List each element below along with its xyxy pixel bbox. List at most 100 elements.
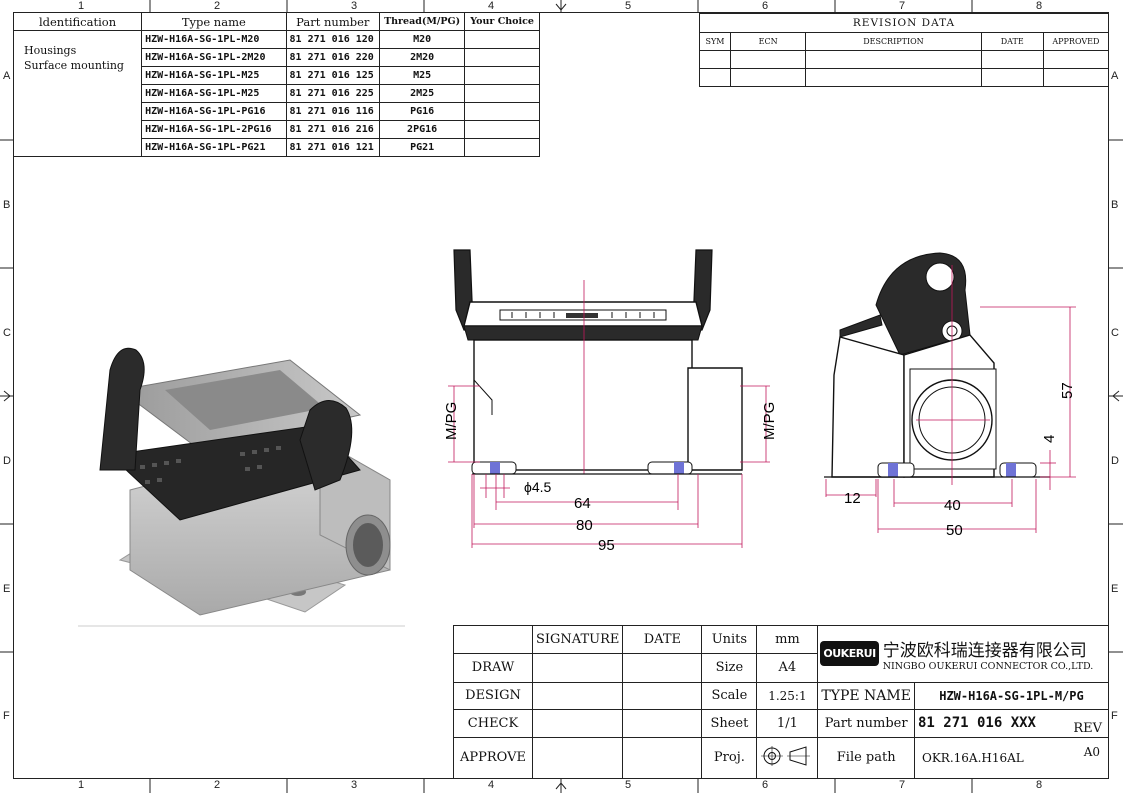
choice-cell[interactable] <box>464 66 540 85</box>
design-date[interactable] <box>622 681 703 711</box>
part-number-cell: 81 271 016 125 <box>285 66 381 85</box>
part-number-cell: 81 271 016 216 <box>285 120 381 139</box>
approve-label: APPROVE <box>453 736 533 780</box>
draw-signature[interactable] <box>531 653 624 683</box>
approve-signature[interactable] <box>531 736 624 780</box>
part-number-cell: 81 271 016 225 <box>285 84 381 103</box>
column-label: 5 <box>625 0 632 12</box>
part-number-cell: 81 271 016 220 <box>285 48 381 67</box>
dim-40: 40 <box>944 497 961 514</box>
rev-col-approved: APPROVED <box>1042 32 1110 51</box>
choice-cell[interactable] <box>464 120 540 139</box>
choice-cell[interactable] <box>464 48 540 67</box>
revision-table: REVISION DATA SYM ECN DESCRIPTION DATE A… <box>698 13 1110 87</box>
table-row: HZW-H16A-SG-1PL-M25 81 271 016 225 2M25 <box>14 84 540 103</box>
column-label: 3 <box>351 0 358 12</box>
check-signature[interactable] <box>531 709 624 738</box>
dim-4: 4 <box>1041 435 1058 443</box>
units-label: Units <box>701 624 758 655</box>
column-label: 2 <box>214 779 221 791</box>
dim-57: 57 <box>1059 382 1076 399</box>
check-date[interactable] <box>622 709 703 738</box>
identification-line: Surface mounting <box>24 59 124 72</box>
part-number-value: 81 271 016 XXX <box>917 715 1036 732</box>
date-header: DATE <box>622 624 703 655</box>
row-label: E <box>1111 583 1119 595</box>
revision-header: SYM ECN DESCRIPTION DATE APPROVED <box>698 32 1110 51</box>
table-row: HZW-H16A-SG-1PL-PG16 81 271 016 116 PG16 <box>14 102 540 121</box>
front-view-drawing: ϕ4.5 64 80 95 M/PG M/PG <box>443 249 778 554</box>
type-name-cell: HZW-H16A-SG-1PL-PG16 <box>141 102 287 121</box>
column-label: 8 <box>1036 0 1043 12</box>
row-label: E <box>3 583 11 595</box>
type-name-cell: HZW-H16A-SG-1PL-M25 <box>141 84 287 103</box>
rev-value: A0 <box>1083 744 1100 759</box>
thread-cell: 2M25 <box>379 84 466 103</box>
projection-symbol-cell <box>756 736 819 780</box>
product-illustration <box>78 347 405 627</box>
rev-col-description: DESCRIPTION <box>805 32 982 51</box>
rev-col-sym: SYM <box>698 32 732 51</box>
revision-row <box>698 50 1110 69</box>
thread-cell: M20 <box>379 30 466 49</box>
units-value: mm <box>756 624 819 655</box>
row-label: F <box>3 710 10 722</box>
row-label: F <box>1111 710 1118 722</box>
check-label: CHECK <box>453 709 533 738</box>
choice-cell[interactable] <box>464 84 540 103</box>
part-number-cell: 81 271 016 116 <box>285 102 381 121</box>
dim-64: 64 <box>574 495 591 512</box>
choice-cell[interactable] <box>464 138 540 157</box>
dim-thread-left: M/PG <box>443 402 460 440</box>
file-path-label: File path <box>817 736 915 780</box>
choice-cell[interactable] <box>464 30 540 49</box>
dim-95: 95 <box>598 537 615 554</box>
rev-label: REV <box>1073 720 1102 736</box>
row-label: D <box>3 455 11 467</box>
size-value: A4 <box>756 653 819 683</box>
identification-line: Housings <box>24 44 77 57</box>
thread-cell: 2M20 <box>379 48 466 67</box>
dim-50: 50 <box>946 522 963 539</box>
type-name-cell: HZW-H16A-SG-1PL-PG21 <box>141 138 287 157</box>
file-path-value-cell: OKR.16A.H16AL A0 <box>913 736 1110 780</box>
revision-row <box>698 68 1110 87</box>
column-label: 4 <box>488 0 495 12</box>
design-signature[interactable] <box>531 681 624 711</box>
col-thread: Thread(M/PG) <box>379 12 466 31</box>
projection-symbol-icon <box>761 745 811 766</box>
row-label: C <box>3 327 11 339</box>
type-name-label: TYPE NAME <box>817 681 915 711</box>
choice-cell[interactable] <box>464 102 540 121</box>
thread-cell: M25 <box>379 66 466 85</box>
rev-col-ecn: ECN <box>730 32 807 51</box>
sheet-value: 1/1 <box>756 709 819 738</box>
column-label: 1 <box>78 0 85 12</box>
type-name-cell: HZW-H16A-SG-1PL-M20 <box>141 30 287 49</box>
design-label: DESIGN <box>453 681 533 711</box>
side-view-drawing: 12 40 50 57 4 <box>824 252 1076 539</box>
row-label: A <box>1111 70 1119 82</box>
size-label: Size <box>701 653 758 683</box>
draw-date[interactable] <box>622 653 703 683</box>
column-label: 6 <box>762 779 769 791</box>
dim-thread-right: M/PG <box>761 402 778 440</box>
column-label: 4 <box>488 779 495 791</box>
table-row: HZW-H16A-SG-1PL-2M20 81 271 016 220 2M20 <box>14 48 540 67</box>
table-row: HZW-H16A-SG-1PL-M25 81 271 016 125 M25 <box>14 66 540 85</box>
dim-80: 80 <box>576 517 593 534</box>
column-label: 3 <box>351 779 358 791</box>
row-label: B <box>1111 199 1119 211</box>
type-name-cell: HZW-H16A-SG-1PL-2M20 <box>141 48 287 67</box>
row-label: D <box>1111 455 1119 467</box>
identification-cell: Housings Surface mounting <box>12 30 143 157</box>
type-name-cell: HZW-H16A-SG-1PL-2PG16 <box>141 120 287 139</box>
dim-hole-diameter: ϕ4.5 <box>524 479 552 495</box>
column-label: 8 <box>1036 779 1043 791</box>
row-label: C <box>1111 327 1119 339</box>
approve-date[interactable] <box>622 736 703 780</box>
file-path-value: OKR.16A.H16AL <box>921 750 1024 765</box>
thread-cell: PG16 <box>379 102 466 121</box>
type-name-cell: HZW-H16A-SG-1PL-M25 <box>141 66 287 85</box>
